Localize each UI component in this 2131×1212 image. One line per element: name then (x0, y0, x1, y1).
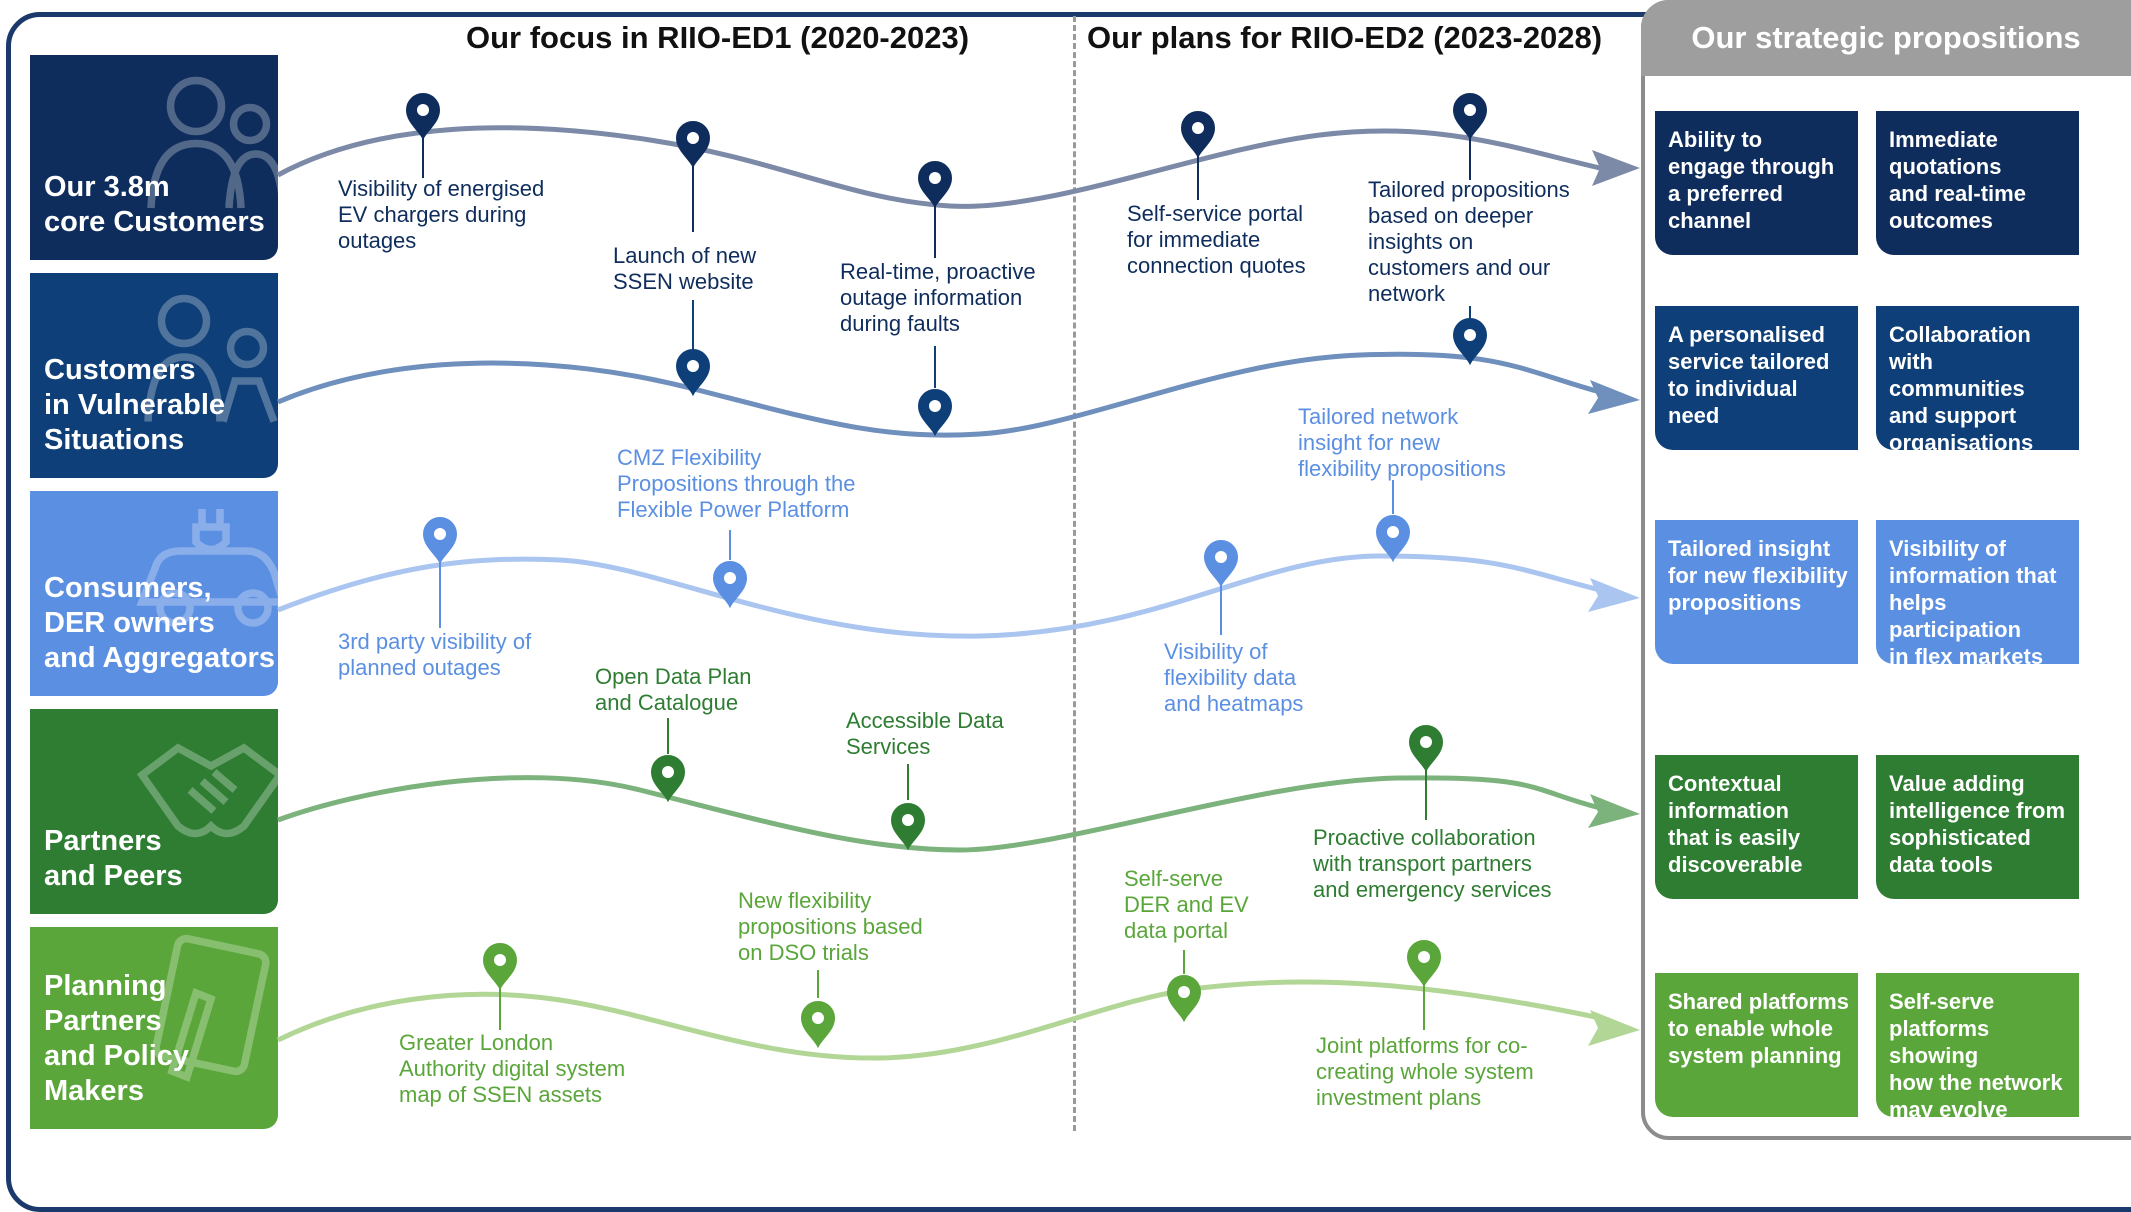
proposition-tile: Shared platforms to enable whole system … (1655, 973, 1858, 1117)
segment-vulnerable: Customers in Vulnerable Situations (30, 273, 278, 478)
segment-label: Partners and Peers (44, 825, 183, 892)
ed1-heading: Our focus in RIIO-ED1 (2020-2023) (466, 20, 970, 55)
proposition-tile: Value adding intelligence from sophistic… (1876, 755, 2079, 899)
arrowhead-icon (1588, 794, 1640, 828)
ed2-heading: Our plans for RIIO-ED2 (2023-2028) (1087, 20, 1603, 55)
arrowhead-icon (1588, 1010, 1640, 1046)
document-pen-icon (152, 934, 270, 1082)
segment-label: Customers in Vulnerable Situations (44, 354, 226, 456)
wave-row-consumers-der (277, 553, 1640, 639)
segment-planning-policy: Planning Partners and Policy Makers (30, 927, 278, 1129)
annotation-ssen-website: Launch of new SSEN website (613, 243, 757, 294)
proposition-tile: Collaboration with communities and suppo… (1876, 306, 2079, 455)
wave-row-core-customers (276, 125, 1640, 209)
annotation-der-ev-portal: Self-serve DER and EV data portal (1124, 866, 1249, 943)
annotation-gla-system-map: Greater London Authority digital system … (399, 1030, 626, 1107)
segment-core-customers: Our 3.8m core Customers (30, 55, 278, 260)
proposition-tile: Visibility of information that helps par… (1876, 520, 2079, 669)
segment-partners-peers: Partners and Peers (30, 709, 278, 914)
handshake-icon (136, 743, 278, 838)
proposition-tile: Tailored insight for new flexibility pro… (1655, 520, 1858, 664)
annotation-proactive-collaboration: Proactive collaboration with transport p… (1313, 825, 1552, 902)
roadmap-diagram: Our focus in RIIO-ED1 (2020-2023) Our pl… (6, 0, 2131, 1212)
segment-consumers-der: Consumers, DER owners and Aggregators (30, 491, 278, 696)
family-icon (144, 294, 278, 423)
annotation-self-service-portal: Self-service portal for immediate connec… (1127, 201, 1306, 278)
segment-label: Consumers, DER owners and Aggregators (44, 572, 275, 674)
wave-row-planning-policy (276, 979, 1640, 1061)
annotation-accessible-data: Accessible Data Services (846, 708, 1004, 759)
annotation-network-insight: Tailored network insight for new flexibi… (1298, 404, 1506, 481)
proposition-tile: Ability to engage through a preferred ch… (1655, 111, 1858, 255)
arrowhead-icon (1588, 578, 1640, 612)
segment-label: Planning Partners and Policy Makers (44, 970, 190, 1107)
proposition-tile: Contextual information that is easily di… (1655, 755, 1858, 899)
annotation-tailored-propositions: Tailored propositions based on deeper in… (1368, 177, 1570, 306)
people-icon (147, 76, 278, 209)
annotation-flex-data-heatmaps: Visibility of flexibility data and heatm… (1164, 639, 1304, 716)
arrowhead-icon (1588, 380, 1640, 414)
strategic-panel-title: Our strategic propositions (1641, 0, 2131, 76)
period-divider (1073, 16, 1076, 1131)
ev-car-icon (136, 509, 278, 627)
roadmap-waves (276, 93, 1640, 1061)
annotation-new-flex-propositions: New flexibility propositions based on DS… (738, 888, 923, 965)
annotation-cmz-flexibility: CMZ Flexibility Propositions through the… (617, 445, 856, 522)
wave-row-partners-peers (277, 775, 1640, 853)
annotation-ev-chargers: Visibility of energised EV chargers duri… (338, 176, 545, 253)
proposition-tile: Immediate quotations and real-time outco… (1876, 111, 2079, 255)
wave-row-vulnerable (277, 351, 1640, 438)
segment-label: Our 3.8m core Customers (44, 171, 265, 238)
annotation-planned-outages: 3rd party visibility of planned outages (338, 629, 532, 680)
proposition-tile: A personalised service tailored to indiv… (1655, 306, 1858, 450)
proposition-tile: Self-serve platforms showing how the net… (1876, 973, 2079, 1122)
annotation-joint-platforms: Joint platforms for co- creating whole s… (1316, 1033, 1534, 1110)
arrowhead-icon (1592, 150, 1640, 186)
annotation-outage-info: Real-time, proactive outage information … (840, 259, 1036, 336)
annotation-open-data-plan: Open Data Plan and Catalogue (595, 664, 752, 715)
